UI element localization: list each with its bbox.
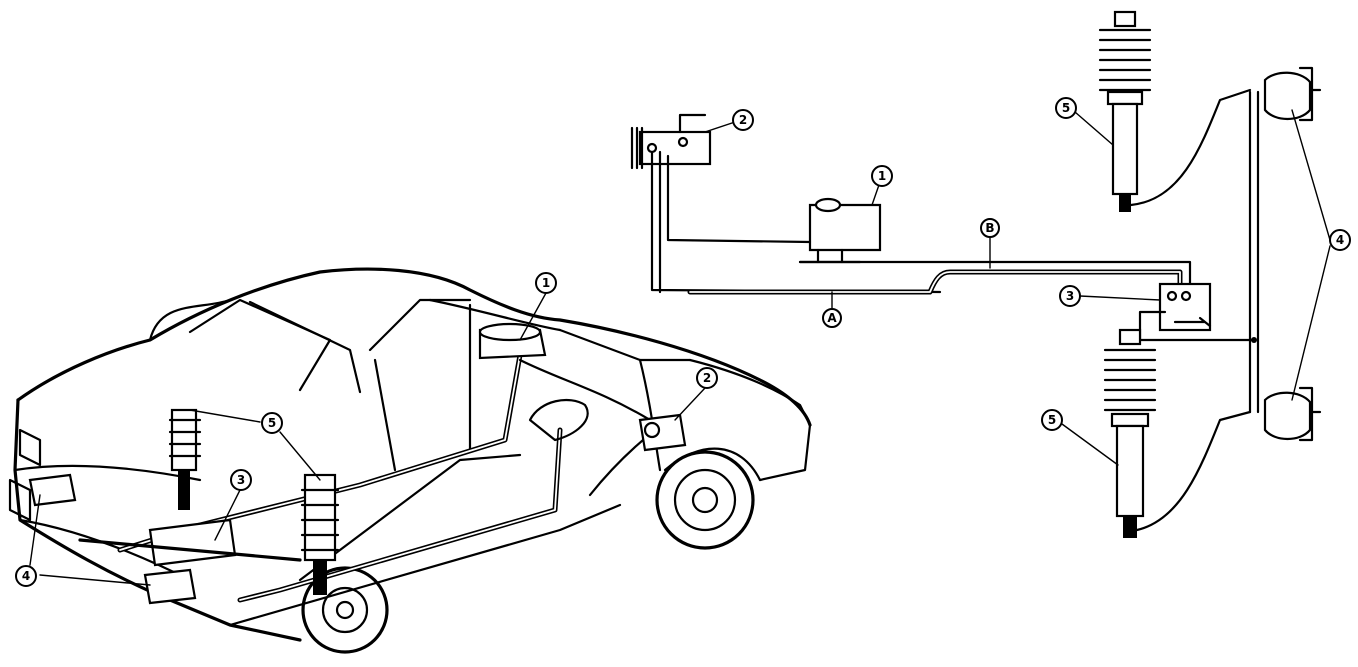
strut-bottom: [1103, 328, 1252, 538]
svg-text:4: 4: [22, 569, 30, 583]
compressor: [630, 113, 712, 170]
system-schematic: [630, 10, 1331, 538]
callout-line-b: B: [980, 218, 1000, 238]
air-shock-bottom: [1263, 386, 1322, 442]
callout-car-3: 3: [230, 469, 252, 491]
svg-text:5: 5: [268, 416, 276, 430]
callout-schematic-5-bottom: 5: [1041, 409, 1063, 431]
callout-line-a: A: [822, 308, 842, 328]
svg-text:B: B: [985, 221, 994, 235]
svg-text:2: 2: [703, 371, 711, 385]
svg-text:5: 5: [1062, 101, 1070, 115]
rear-strut-left: [168, 408, 202, 510]
air-shock-top: [1263, 66, 1322, 122]
rear-strut-right: [300, 473, 340, 595]
reservoir: [798, 197, 882, 264]
callout-car-2: 2: [696, 367, 718, 389]
callout-car-1: 1: [535, 272, 557, 294]
car-callout-leaders: [29, 292, 706, 586]
svg-text:3: 3: [237, 473, 245, 487]
callout-car-4: 4: [15, 565, 37, 587]
svg-text:1: 1: [878, 169, 886, 183]
callout-schematic-4: 4: [1329, 229, 1351, 251]
callout-car-5: 5: [261, 412, 283, 434]
svg-text:1: 1: [542, 276, 550, 290]
svg-text:4: 4: [1336, 233, 1344, 247]
svg-text:5: 5: [1048, 413, 1056, 427]
strut-top: [1098, 10, 1252, 212]
leveling-valve: [1158, 282, 1212, 332]
svg-text:3: 3: [1066, 289, 1074, 303]
callout-schematic-5-top: 5: [1055, 97, 1077, 119]
car-illustration: [8, 267, 812, 654]
callout-schematic-2: 2: [732, 109, 754, 131]
svg-text:A: A: [827, 311, 837, 325]
svg-text:2: 2: [739, 113, 747, 127]
callout-schematic-3: 3: [1059, 285, 1081, 307]
callout-schematic-1: 1: [871, 165, 893, 187]
